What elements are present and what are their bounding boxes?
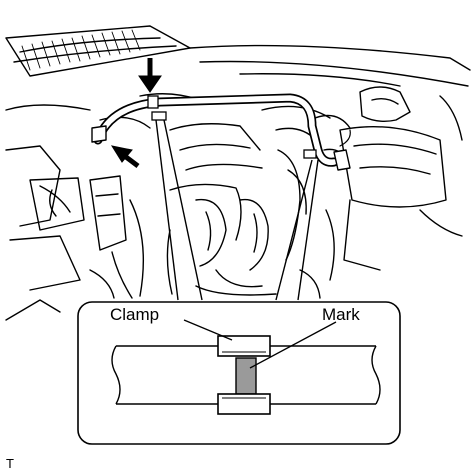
callout-arrows bbox=[110, 58, 162, 168]
detail-leader-lines bbox=[155, 119, 319, 301]
clamp-right bbox=[303, 149, 317, 159]
detail-clamp-lower bbox=[217, 393, 271, 415]
clamp-top bbox=[147, 95, 159, 109]
hose bbox=[91, 93, 351, 171]
label-mark: Mark bbox=[322, 305, 360, 324]
mark-band bbox=[235, 357, 257, 395]
detail-clamp-upper bbox=[217, 335, 271, 357]
hose-clamps bbox=[147, 95, 317, 159]
arrow-down-icon bbox=[138, 75, 162, 93]
arrow-diagonal-icon bbox=[110, 145, 133, 163]
detail-inset: Clamp Mark bbox=[77, 301, 401, 445]
label-clamp: Clamp bbox=[110, 305, 159, 324]
engine-bay-illustration bbox=[5, 25, 471, 321]
clamp-mid bbox=[151, 111, 167, 121]
corner-code: T bbox=[6, 456, 14, 471]
